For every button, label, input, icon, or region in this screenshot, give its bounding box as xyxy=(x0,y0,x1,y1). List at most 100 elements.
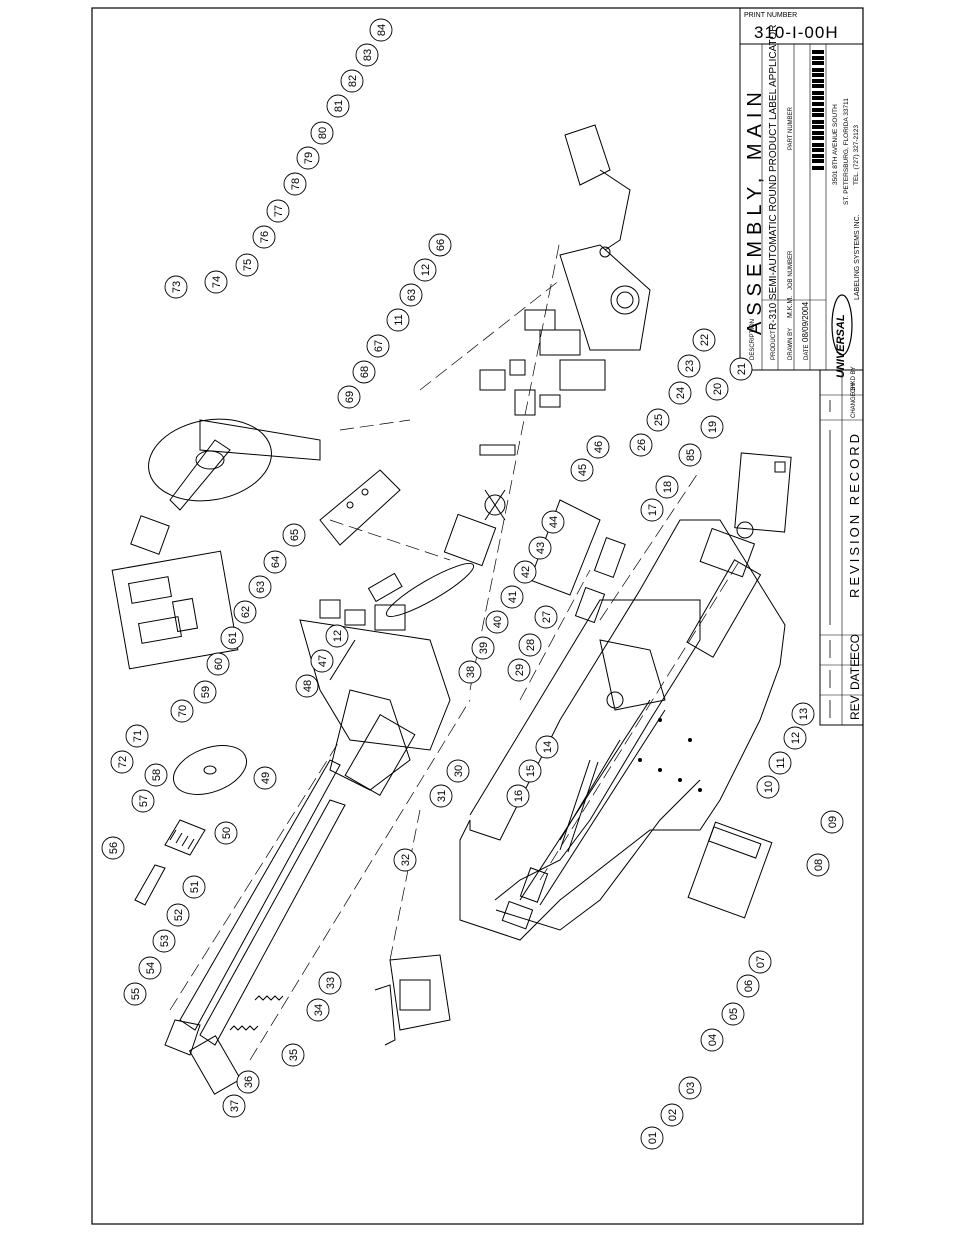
callout-48: 48 xyxy=(295,674,319,698)
callout-05: 05 xyxy=(721,1002,745,1026)
callout-number: 01 xyxy=(647,1132,659,1144)
frame-rail xyxy=(469,599,701,901)
callout-12: 12 xyxy=(325,624,349,648)
callout-07: 07 xyxy=(748,950,772,974)
callout-number: 64 xyxy=(270,556,282,568)
callout-39: 39 xyxy=(471,636,495,660)
callout-number: 28 xyxy=(525,639,537,651)
callout-bubbles: 0102030405060708091011121314151617181920… xyxy=(101,18,844,1150)
callout-circle xyxy=(570,458,594,482)
callout-circle xyxy=(700,1028,724,1052)
callout-circle xyxy=(101,836,125,860)
callout-number: 57 xyxy=(138,795,150,807)
callout-41: 41 xyxy=(500,585,524,609)
callout-61: 61 xyxy=(220,626,244,650)
drawn-by: M.K.M. xyxy=(787,296,794,318)
callout-17: 17 xyxy=(640,498,664,522)
callout-49: 49 xyxy=(253,766,277,790)
callout-21: 21 xyxy=(729,357,753,381)
callout-26: 26 xyxy=(629,433,653,457)
callout-circle xyxy=(366,334,390,358)
callout-54: 54 xyxy=(138,956,162,980)
callout-circle xyxy=(640,498,664,522)
callout-number: 25 xyxy=(653,414,665,426)
callout-number: 65 xyxy=(289,529,301,541)
callout-19: 19 xyxy=(700,415,724,439)
product-label: PRODUCT xyxy=(771,330,777,360)
callout-number: 32 xyxy=(400,854,412,866)
callout-number: 80 xyxy=(317,127,329,139)
callout-circle xyxy=(429,784,453,808)
callout-number: 03 xyxy=(685,1082,697,1094)
callout-64: 64 xyxy=(263,550,287,574)
callout-circle xyxy=(235,253,259,277)
callout-circle xyxy=(518,633,542,657)
callout-number: 23 xyxy=(684,360,696,372)
product-description: R-310 SEMI-AUTOMATIC ROUND PRODUCT LABEL… xyxy=(768,25,779,330)
callout-circle xyxy=(295,674,319,698)
callout-circle xyxy=(768,751,792,775)
callout-number: 15 xyxy=(525,765,537,777)
callout-20: 20 xyxy=(705,377,729,401)
applicator-mechanism xyxy=(329,689,411,791)
date-column-label: DATE xyxy=(848,659,862,690)
callout-circle xyxy=(700,415,724,439)
callout-circle xyxy=(660,1103,684,1127)
callout-circle xyxy=(144,763,168,787)
callout-33: 33 xyxy=(318,971,342,995)
callout-02: 02 xyxy=(660,1103,684,1127)
callout-number: 30 xyxy=(453,765,465,777)
callout-circle xyxy=(748,950,772,974)
callout-number: 48 xyxy=(302,680,314,692)
callout-number: 10 xyxy=(763,781,775,793)
callout-number: 60 xyxy=(213,658,225,670)
frame-rail-lower xyxy=(495,779,701,931)
callout-84: 84 xyxy=(369,18,393,42)
callout-45: 45 xyxy=(570,458,594,482)
callout-number: 45 xyxy=(577,464,589,476)
callout-66: 66 xyxy=(428,233,452,257)
upright-column xyxy=(686,559,762,658)
callout-number: 41 xyxy=(507,591,519,603)
callout-71: 71 xyxy=(125,724,149,748)
phone-number: TEL. (727) 327-2123 xyxy=(853,125,860,185)
callout-number: 78 xyxy=(290,178,302,190)
callout-53: 53 xyxy=(152,929,176,953)
callout-number: 19 xyxy=(707,421,719,433)
callout-circle xyxy=(369,18,393,42)
revision-record: REVISION RECORD REV DATE ECO CHANGE BY C… xyxy=(819,366,864,726)
callout-number: 31 xyxy=(436,790,448,802)
callout-circle xyxy=(506,784,530,808)
callout-18: 18 xyxy=(655,475,679,499)
callout-circle xyxy=(518,759,542,783)
callout-number: 49 xyxy=(260,772,272,784)
roller-brush xyxy=(164,819,206,856)
callout-number: 73 xyxy=(171,281,183,293)
callout-number: 46 xyxy=(593,441,605,453)
callout-circle xyxy=(458,660,482,684)
callout-42: 42 xyxy=(513,560,537,584)
drawing-date: 08/09/2004 xyxy=(801,301,810,342)
foot-plate xyxy=(188,1035,242,1095)
callout-circle xyxy=(534,605,558,629)
callout-circle xyxy=(678,443,702,467)
callout-56: 56 xyxy=(101,836,125,860)
callout-number: 79 xyxy=(303,152,315,164)
callout-04: 04 xyxy=(700,1028,724,1052)
callout-31: 31 xyxy=(429,784,453,808)
peel-arm xyxy=(179,759,341,1031)
callout-number: 20 xyxy=(712,383,724,395)
callout-circle xyxy=(528,536,552,560)
callout-number: 72 xyxy=(117,756,129,768)
callout-55: 55 xyxy=(123,982,147,1006)
print-number: 310-I-00H xyxy=(754,23,839,42)
callout-number: 68 xyxy=(359,366,371,378)
callout-number: 39 xyxy=(478,642,490,654)
callout-number: 06 xyxy=(743,980,755,992)
callout-number: 62 xyxy=(240,606,252,618)
spring-35b xyxy=(229,1025,259,1031)
callout-number: 66 xyxy=(435,239,447,251)
callout-number: 84 xyxy=(376,24,388,36)
callout-circle xyxy=(352,360,376,384)
callout-29: 29 xyxy=(507,658,531,682)
